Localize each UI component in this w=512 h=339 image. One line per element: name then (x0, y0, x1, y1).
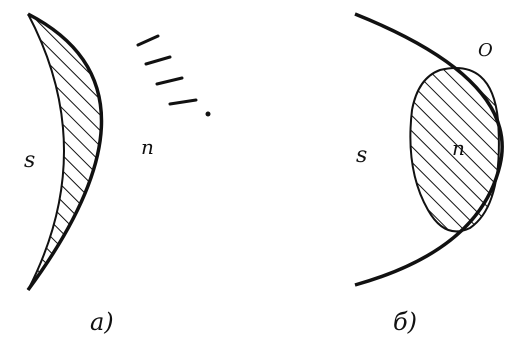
panel-a-caption: а) (90, 308, 114, 336)
panel-b-point-label: O (478, 40, 493, 61)
panel-a-dashed-strokes (138, 36, 196, 104)
panel-b-label-n: n (452, 136, 465, 160)
panel-a: s n а) (24, 14, 211, 336)
panel-b-caption: б) (393, 308, 417, 336)
panel-a-dot (206, 112, 211, 117)
panel-a-label-s: s (24, 148, 35, 173)
panel-a-label-n: n (141, 135, 154, 159)
panel-b-label-s: s (356, 143, 367, 168)
panel-b: s n O б) (355, 14, 502, 336)
